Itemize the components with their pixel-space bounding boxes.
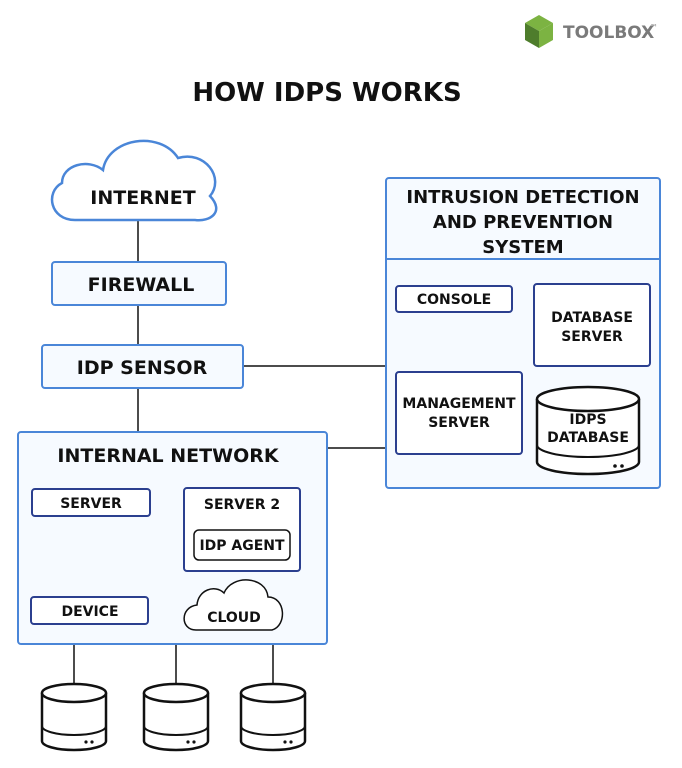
- internet-cloud: INTERNET: [50, 139, 218, 222]
- cloud-node: CLOUD: [183, 579, 284, 631]
- internet-label: INTERNET: [90, 187, 195, 209]
- idps-database-cylinder: IDPS DATABASE: [535, 385, 641, 476]
- console-label: CONSOLE: [417, 292, 491, 308]
- storage-cylinder-3: [239, 682, 307, 752]
- idp-sensor-box: IDP SENSOR: [41, 344, 244, 389]
- idps-database-line1: IDPS: [569, 412, 606, 428]
- idps-title-line2: AND PREVENTION: [433, 212, 613, 233]
- internal-network-label: INTERNAL NETWORK: [57, 445, 279, 467]
- management-server-line2: SERVER: [428, 415, 490, 431]
- idps-title-line1: INTRUSION DETECTION: [406, 187, 639, 208]
- server-label: SERVER: [60, 496, 122, 512]
- cloud-icon: [183, 579, 284, 631]
- database-server-line2: SERVER: [561, 329, 623, 345]
- firewall-box: FIREWALL: [51, 261, 227, 306]
- green-cube-icon: [525, 15, 553, 48]
- idp-sensor-label: IDP SENSOR: [77, 357, 208, 379]
- brand-name: TOOLBOX: [563, 23, 654, 43]
- storage-cylinder-1: [40, 682, 108, 752]
- idp-agent-box: IDP AGENT: [193, 529, 291, 561]
- management-server-box: MANAGEMENT SERVER: [395, 371, 523, 455]
- device-label: DEVICE: [61, 604, 118, 620]
- idps-database-line2: DATABASE: [547, 430, 629, 446]
- brand-trademark: ™: [650, 23, 658, 32]
- cloud-label: CLOUD: [207, 610, 261, 626]
- server-box: SERVER: [31, 488, 151, 517]
- internal-network-panel: INTERNAL NETWORK SERVER SERVER 2 IDP AGE…: [17, 431, 328, 645]
- diagram-title: HOW IDPS WORKS: [192, 78, 461, 108]
- management-server-line1: MANAGEMENT: [402, 396, 516, 412]
- console-box: CONSOLE: [395, 285, 513, 313]
- database-server-box: DATABASE SERVER: [533, 283, 651, 367]
- cloud-icon: [50, 139, 218, 222]
- toolbox-logo: TOOLBOX ™: [525, 15, 658, 48]
- idps-system-panel: INTRUSION DETECTION AND PREVENTION SYSTE…: [385, 177, 661, 489]
- database-server-line1: DATABASE: [551, 310, 633, 326]
- device-box: DEVICE: [30, 596, 149, 625]
- idps-title-line3: SYSTEM: [482, 237, 563, 258]
- storage-cylinder-2: [142, 682, 210, 752]
- idp-agent-label: IDP AGENT: [199, 538, 285, 554]
- server2-label: SERVER 2: [204, 497, 280, 513]
- firewall-label: FIREWALL: [88, 274, 195, 296]
- server2-box: SERVER 2 IDP AGENT: [183, 487, 301, 572]
